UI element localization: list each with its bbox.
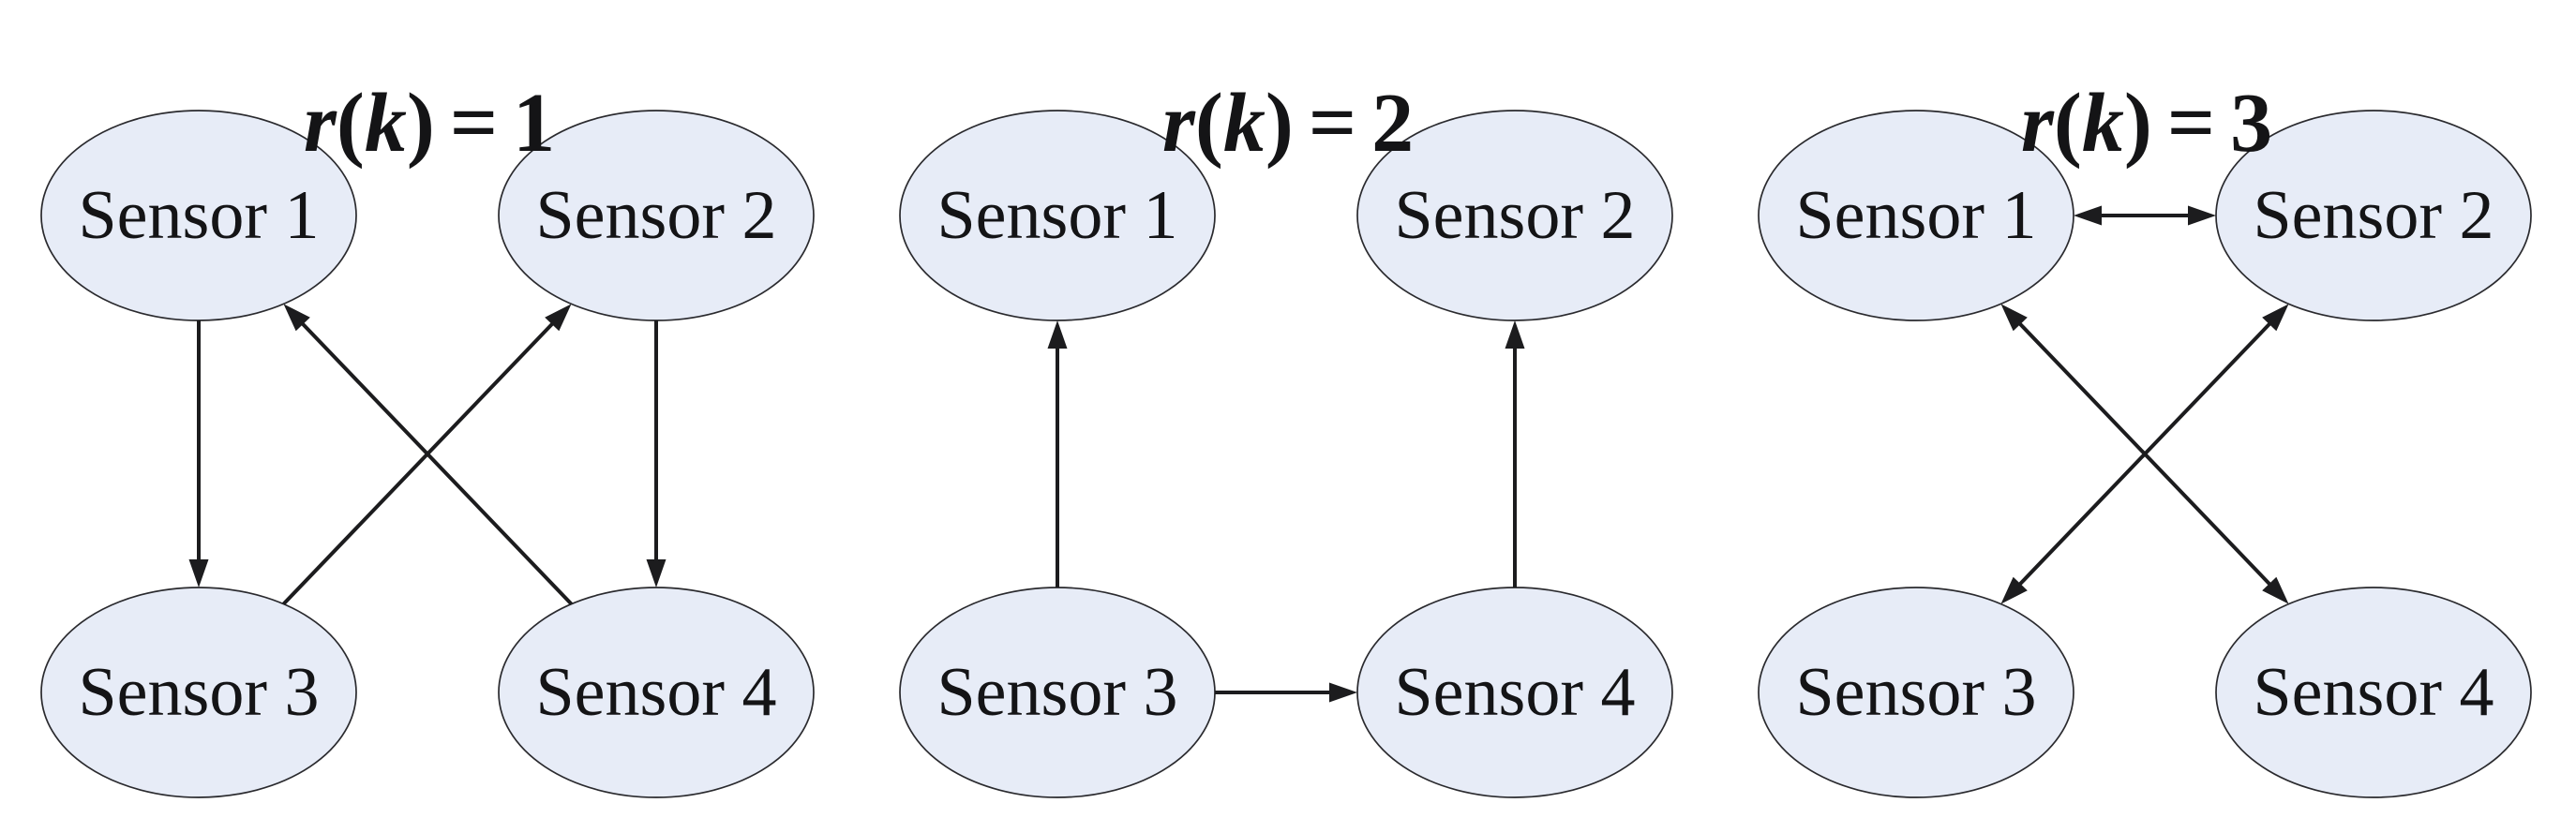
math-equals: = <box>449 76 499 170</box>
arrowhead <box>2262 304 2289 332</box>
node-label-sensor2: Sensor 2 <box>2254 177 2494 254</box>
panel-title-rk1: r(k)=1 <box>0 81 859 166</box>
node-label-sensor3: Sensor 3 <box>1796 654 2037 731</box>
math-value: 1 <box>513 76 556 170</box>
graph-rk3: Sensor 1 Sensor 2 Sensor 3 Sensor 4 <box>1758 110 2532 798</box>
edge-sensor2-sensor4 <box>646 320 666 587</box>
arrowhead <box>1505 320 1525 349</box>
math-equals: = <box>1308 76 1357 170</box>
panel-rk1: r(k)=1 Sensor 1 Sensor 2 Sensor 3 Sensor 4 <box>0 0 859 818</box>
math-var-k: k <box>364 76 407 170</box>
node-label-sensor2: Sensor 2 <box>536 177 777 254</box>
math-lparen: ( <box>2053 76 2082 170</box>
edge-line <box>282 317 559 606</box>
math-value: 3 <box>2230 76 2273 170</box>
edge-sensor1-sensor2-bidir <box>2074 205 2216 226</box>
edge-sensor4-sensor1 <box>283 304 573 606</box>
arrowhead <box>1047 320 1068 349</box>
arrowhead <box>2000 576 2028 604</box>
arrowhead <box>2262 576 2289 604</box>
node-label-sensor1: Sensor 1 <box>937 177 1178 254</box>
arrowhead <box>2074 205 2102 226</box>
node-label-sensor4: Sensor 4 <box>2254 654 2494 731</box>
node-sensor4 <box>2215 587 2532 798</box>
node-label-sensor4: Sensor 4 <box>536 654 777 731</box>
edge-sensor4-sensor2 <box>1505 320 1525 587</box>
arrowhead <box>188 559 209 587</box>
math-lparen: ( <box>1194 76 1223 170</box>
arrowhead <box>2000 304 2028 332</box>
math-rparen: ) <box>406 76 435 170</box>
edge-sensor3-sensor2 <box>282 304 572 606</box>
graph-rk2: Sensor 1 Sensor 2 Sensor 3 Sensor 4 <box>899 110 1673 798</box>
panel-rk2: r(k)=2 Sensor 1 Sensor 2 Sensor 3 Sensor 4 <box>859 0 1717 818</box>
math-rparen: ) <box>1265 76 1294 170</box>
node-label-sensor1: Sensor 1 <box>79 177 320 254</box>
edge-sensor3-sensor4 <box>1215 682 1357 703</box>
edge-line <box>2014 317 2276 591</box>
math-lparen: ( <box>336 76 365 170</box>
panel-title-rk3: r(k)=3 <box>1717 81 2576 166</box>
node-label-sensor1: Sensor 1 <box>1796 177 2037 254</box>
edge-sensor1-sensor3 <box>188 320 209 587</box>
arrowhead <box>283 304 310 332</box>
math-rparen: ) <box>2123 76 2152 170</box>
arrowhead <box>2188 205 2216 226</box>
node-label-sensor3: Sensor 3 <box>937 654 1178 731</box>
edge-sensor3-sensor1 <box>1047 320 1068 587</box>
node-sensor3 <box>1758 587 2074 798</box>
arrowhead <box>1329 682 1357 703</box>
node-label-sensor2: Sensor 2 <box>1395 177 1636 254</box>
math-var-r: r <box>2020 76 2054 170</box>
math-var-r: r <box>1161 76 1195 170</box>
math-var-r: r <box>303 76 337 170</box>
node-label-sensor3: Sensor 3 <box>79 654 320 731</box>
arrowhead <box>646 559 666 587</box>
arrowhead <box>545 304 572 332</box>
panel-rk3: r(k)=3 Sensor 1 Sensor 2 Sensor 3 Sensor 4 <box>1717 0 2576 818</box>
math-var-k: k <box>2081 76 2124 170</box>
edge-line <box>296 317 573 606</box>
math-equals: = <box>2166 76 2216 170</box>
node-label-sensor4: Sensor 4 <box>1395 654 1636 731</box>
math-var-k: k <box>1222 76 1266 170</box>
graph-rk1: Sensor 1 Sensor 2 Sensor 3 Sensor 4 <box>40 110 815 798</box>
math-value: 2 <box>1371 76 1415 170</box>
edge-sensor1-sensor4-bidir <box>2000 304 2289 604</box>
panel-title-rk2: r(k)=2 <box>859 81 1717 166</box>
